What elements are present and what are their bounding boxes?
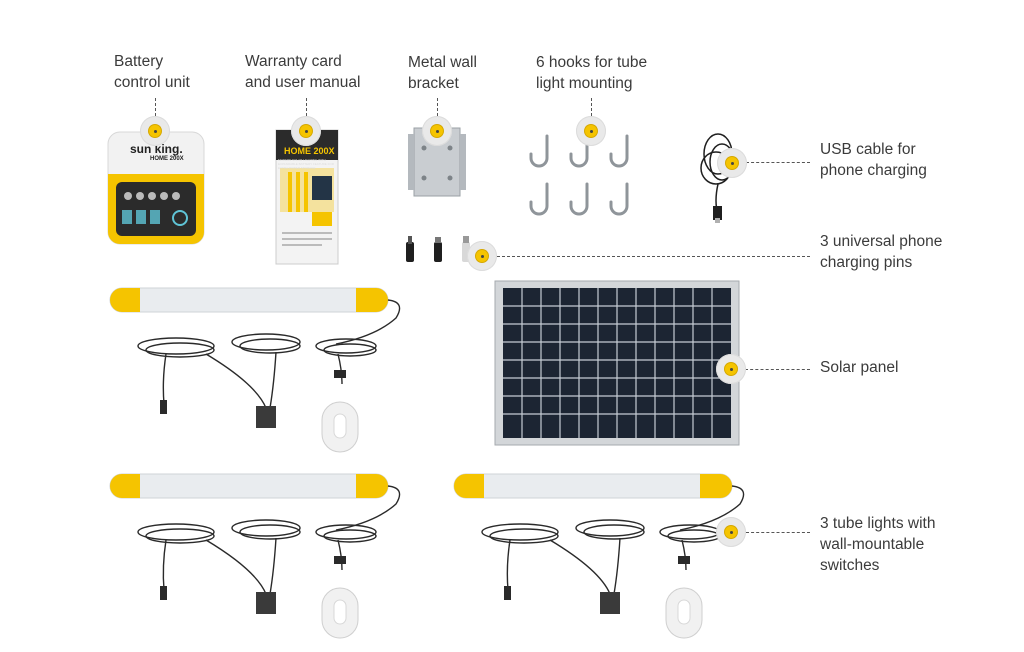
solar-panel-image [494, 280, 740, 446]
label-hooks: 6 hooks for tube light mounting [536, 54, 648, 92]
label-tube-lights: 3 tube lights with wall-mountable switch… [820, 515, 936, 574]
marker-hooks [576, 116, 606, 146]
battery-control-unit-image [107, 131, 205, 245]
leader-pins [497, 256, 810, 257]
marker-bracket [422, 116, 452, 146]
leader-warranty [306, 98, 307, 116]
label-solar-panel: Solar panel [820, 359, 899, 376]
leader-hooks [591, 98, 592, 116]
battery-brand-text: sun king. [130, 142, 183, 156]
marker-solar [716, 354, 746, 384]
usb-cable-image [700, 133, 735, 223]
label-warranty-card: Warranty card and user manual [245, 53, 361, 91]
leader-solar [745, 369, 810, 370]
battery-model-text: HOME 200X [150, 156, 184, 162]
label-charging-pins: 3 universal phone charging pins [820, 233, 943, 271]
tube-light-2-image [109, 473, 401, 639]
marker-pins [467, 241, 497, 271]
manual-subtitle-text: MODERN SOLAR LIGHTING WITH EXPANDABLE BA… [278, 158, 334, 170]
tube-light-3-image [453, 473, 745, 639]
marker-tubes [716, 517, 746, 547]
leader-bracket [437, 98, 438, 116]
marker-warranty [291, 116, 321, 146]
leader-usb [746, 162, 810, 163]
manual-title-text: HOME 200X [284, 146, 335, 156]
leader-tubes [746, 532, 810, 533]
marker-usb [717, 148, 747, 178]
label-usb-cable: USB cable for phone charging [820, 141, 927, 179]
label-battery-control-unit: Battery control unit [114, 53, 190, 91]
hooks-image [529, 134, 629, 216]
label-metal-wall-bracket: Metal wall bracket [408, 54, 477, 92]
marker-battery [140, 116, 170, 146]
tube-light-1-image [109, 287, 401, 453]
leader-battery [155, 98, 156, 116]
charging-pins-image [406, 236, 470, 262]
